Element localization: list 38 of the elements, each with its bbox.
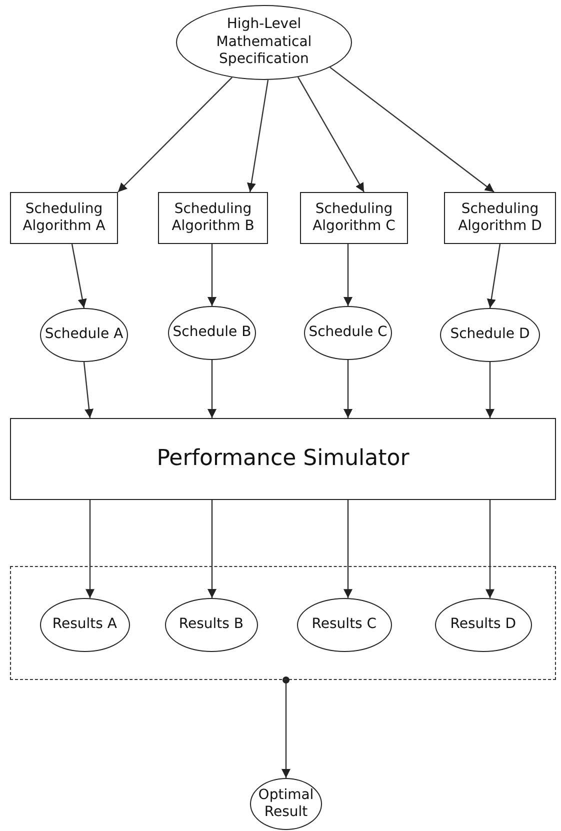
arrow — [86, 500, 94, 598]
dashed-group-box — [10, 566, 556, 680]
node-label: Results A — [52, 616, 117, 634]
node-label: Scheduling Algorithm C — [312, 200, 396, 236]
node-label: Scheduling Algorithm A — [22, 200, 106, 236]
arrow — [208, 360, 216, 418]
node-label: Schedule B — [172, 324, 252, 342]
node-label: Scheduling Algorithm B — [170, 200, 256, 236]
process-box — [10, 192, 118, 244]
node-label: Results B — [178, 616, 244, 634]
arrow — [118, 77, 232, 192]
arrow — [71, 244, 87, 308]
node-label: Schedule C — [308, 324, 388, 342]
arrow — [282, 676, 290, 778]
arrow — [486, 500, 494, 598]
node-label: Results D — [450, 616, 516, 634]
process-box — [300, 192, 408, 244]
arrow — [83, 362, 94, 418]
process-box — [444, 192, 556, 244]
node-label: Schedule A — [44, 326, 124, 344]
arrow — [208, 244, 216, 306]
arrow — [330, 66, 494, 192]
arrow — [486, 244, 501, 308]
node-label: Schedule D — [450, 326, 530, 344]
node-label: Results C — [312, 616, 377, 634]
arrow — [297, 76, 365, 192]
arrow — [246, 80, 269, 192]
arrow — [344, 360, 352, 418]
node-label: Optimal Result — [257, 786, 315, 822]
arrow — [208, 500, 216, 598]
process-box — [158, 192, 268, 244]
arrow — [344, 244, 352, 306]
process-box — [10, 418, 556, 500]
arrow — [344, 500, 352, 598]
node-label: Performance Simulator — [156, 445, 410, 473]
node-label: High-Level Mathematical Specification — [215, 16, 313, 69]
node-label: Scheduling Algorithm D — [457, 200, 543, 236]
arrow — [486, 362, 494, 418]
